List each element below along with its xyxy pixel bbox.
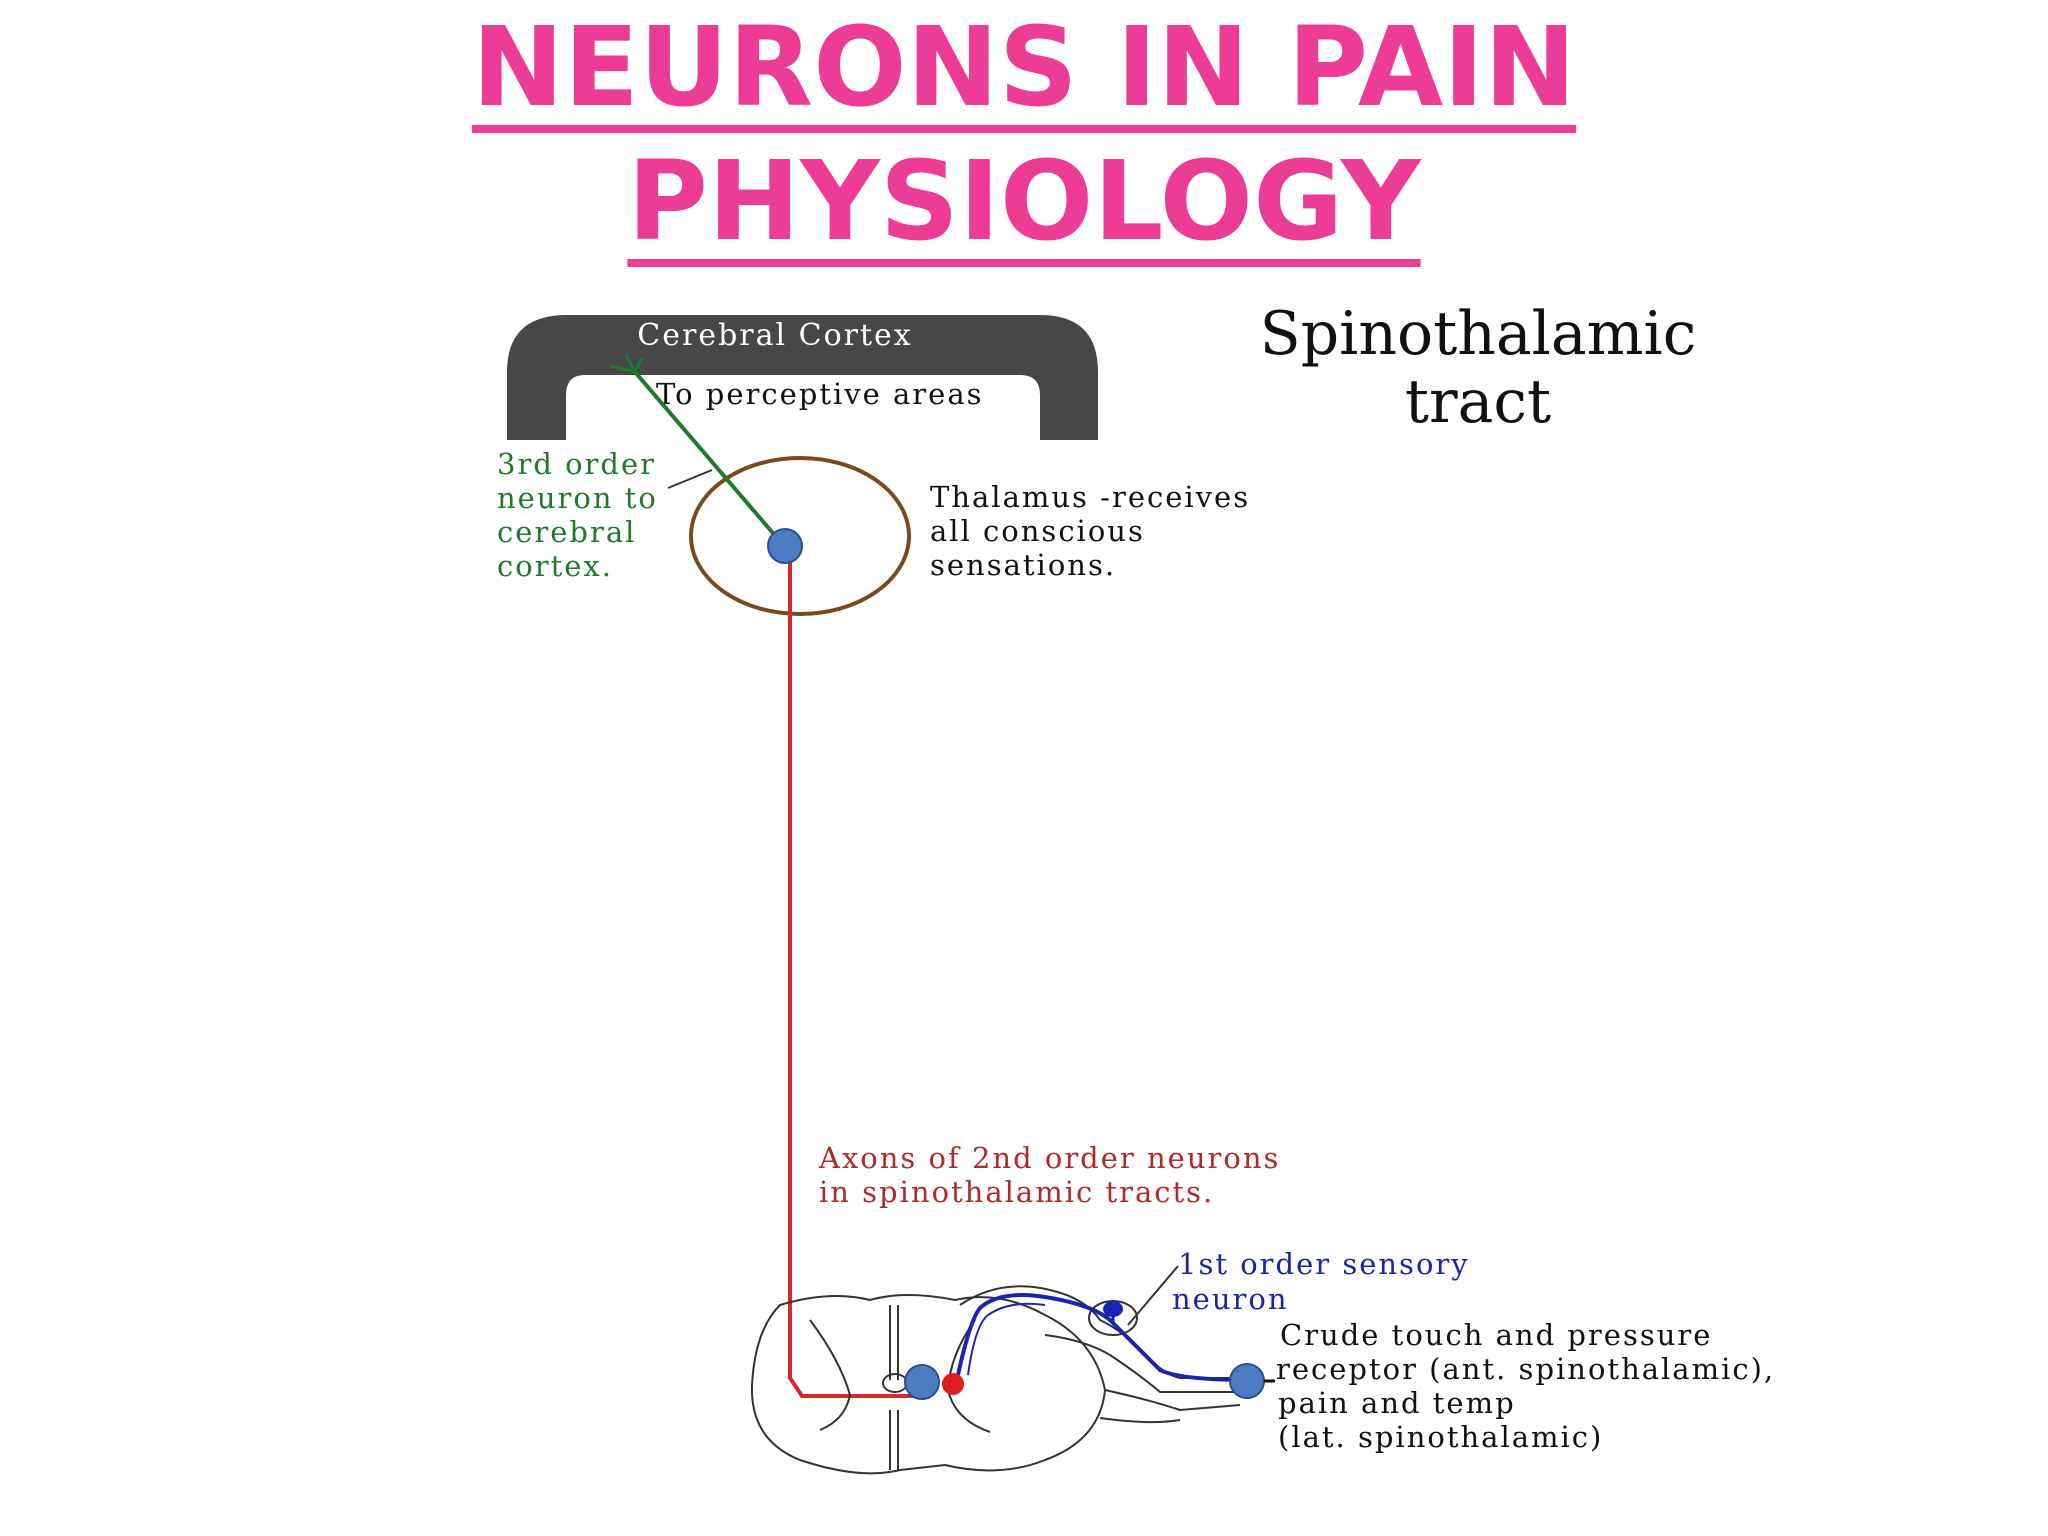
receptor-neuron-body	[1229, 1363, 1265, 1399]
thalamus-label-line: all conscious	[930, 514, 1145, 548]
thalamus-label-line: Thalamus -receives	[930, 480, 1250, 514]
spinal-neuron-body	[904, 1364, 940, 1400]
third-order-pointer-line	[667, 469, 713, 489]
receptor-label-line: receptor (ant. spinothalamic),	[1276, 1352, 1775, 1386]
cerebral-cortex-shape	[507, 315, 1098, 440]
receptor-label: Crude touch and pressure receptor (ant. …	[1276, 1318, 1775, 1454]
second-order-cell-body	[942, 1373, 964, 1395]
first-order-neuron-fiber	[956, 1293, 1251, 1382]
axons-label: Axons of 2nd order neurons in spinothala…	[818, 1141, 1280, 1209]
third-order-neuron-terminal	[609, 354, 644, 374]
third-order-label-line: cerebral	[497, 515, 636, 549]
receptor-label-line: pain and temp	[1278, 1386, 1516, 1420]
first-order-pointer-line	[1127, 1265, 1179, 1326]
thalamus-neuron-body	[767, 528, 803, 564]
axons-label-line: in spinothalamic tracts.	[819, 1175, 1214, 1209]
first-order-label-line: neuron	[1172, 1282, 1289, 1316]
receptor-label-line: (lat. spinothalamic)	[1278, 1420, 1603, 1454]
dorsal-ganglion-cell	[1103, 1301, 1123, 1317]
thalamus-label-line: sensations.	[930, 548, 1116, 582]
third-order-label-line: 3rd order	[497, 447, 656, 481]
third-order-label: 3rd order neuron to cerebral cortex.	[497, 447, 658, 583]
thalamus-outline	[689, 456, 911, 616]
third-order-label-line: cortex.	[497, 549, 613, 583]
diagram-heading-line-2: tract	[1405, 367, 1551, 437]
first-order-neuron-fiber-2	[967, 1302, 1046, 1376]
cortex-label: Cerebral Cortex	[637, 318, 912, 353]
slide-title: NEURONS IN PAIN PHYSIOLOGY	[0, 0, 2048, 268]
first-order-label: 1st order sensory neuron	[1172, 1247, 1470, 1316]
second-order-neuron-axon	[788, 560, 925, 1398]
thalamus-label: Thalamus -receives all conscious sensati…	[930, 480, 1250, 582]
perceptive-areas-label: To perceptive areas	[656, 377, 984, 411]
receptor-label-line: Crude touch and pressure	[1280, 1318, 1712, 1352]
diagram-heading-line-1: Spinothalamic	[1260, 299, 1697, 369]
third-order-neuron-axon	[633, 370, 786, 548]
third-order-label-line: neuron to	[497, 481, 658, 515]
spinal-cord-section	[750, 1285, 1241, 1475]
title-line-1: NEURONS IN PAIN	[471, 3, 1577, 131]
axons-label-line: Axons of 2nd order neurons	[818, 1141, 1280, 1175]
first-order-label-line: 1st order sensory	[1178, 1247, 1470, 1281]
title-line-2: PHYSIOLOGY	[627, 137, 1421, 265]
